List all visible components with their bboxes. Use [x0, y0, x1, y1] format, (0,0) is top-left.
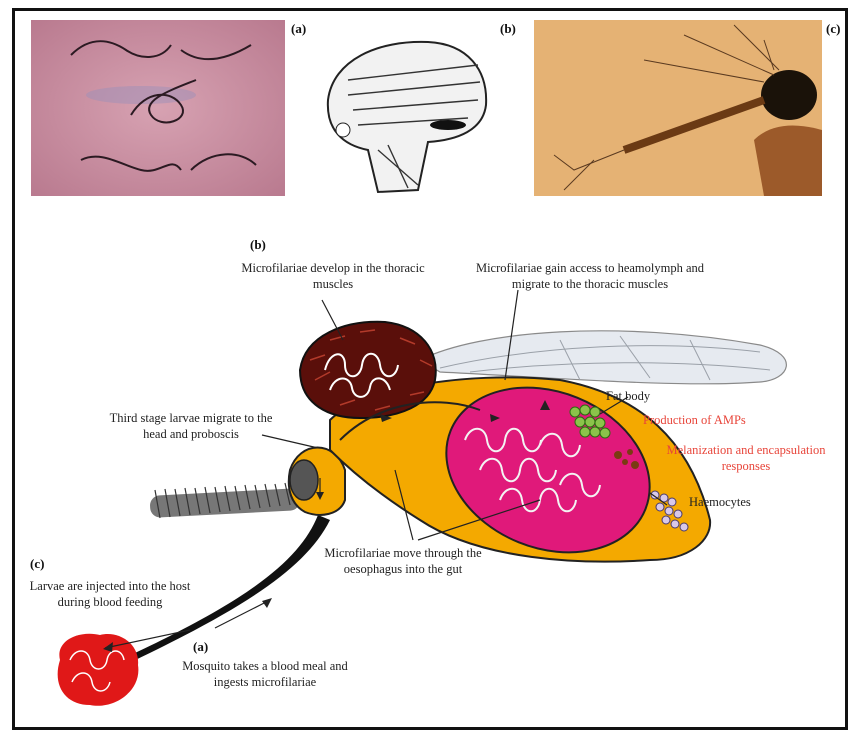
antenna: [150, 483, 301, 518]
label-haemocytes: Haemocytes: [689, 494, 751, 510]
compound-eye: [290, 460, 318, 500]
label-develop-thoracic: Microfilariae develop in the thoracic mu…: [238, 260, 428, 292]
label-fat-body: Fat body: [606, 388, 650, 404]
section-label-b: (b): [250, 237, 266, 253]
blood-meal: [58, 634, 139, 706]
label-gain-access: Microfilariae gain access to heamolymph …: [460, 260, 720, 292]
wing: [420, 331, 786, 384]
label-melanization: Melanization and encapsulation responses: [648, 442, 844, 474]
label-oesophagus: Microfilariae move through the oesophagu…: [318, 545, 488, 577]
label-third-stage: Third stage larvae migrate to the head a…: [105, 410, 277, 442]
label-injected: Larvae are injected into the host during…: [26, 578, 194, 610]
label-production-amps: Production of AMPs: [643, 412, 746, 428]
label-blood-meal: Mosquito takes a blood meal and ingests …: [174, 658, 356, 690]
section-label-c: (c): [30, 556, 44, 572]
section-label-a: (a): [193, 639, 208, 655]
